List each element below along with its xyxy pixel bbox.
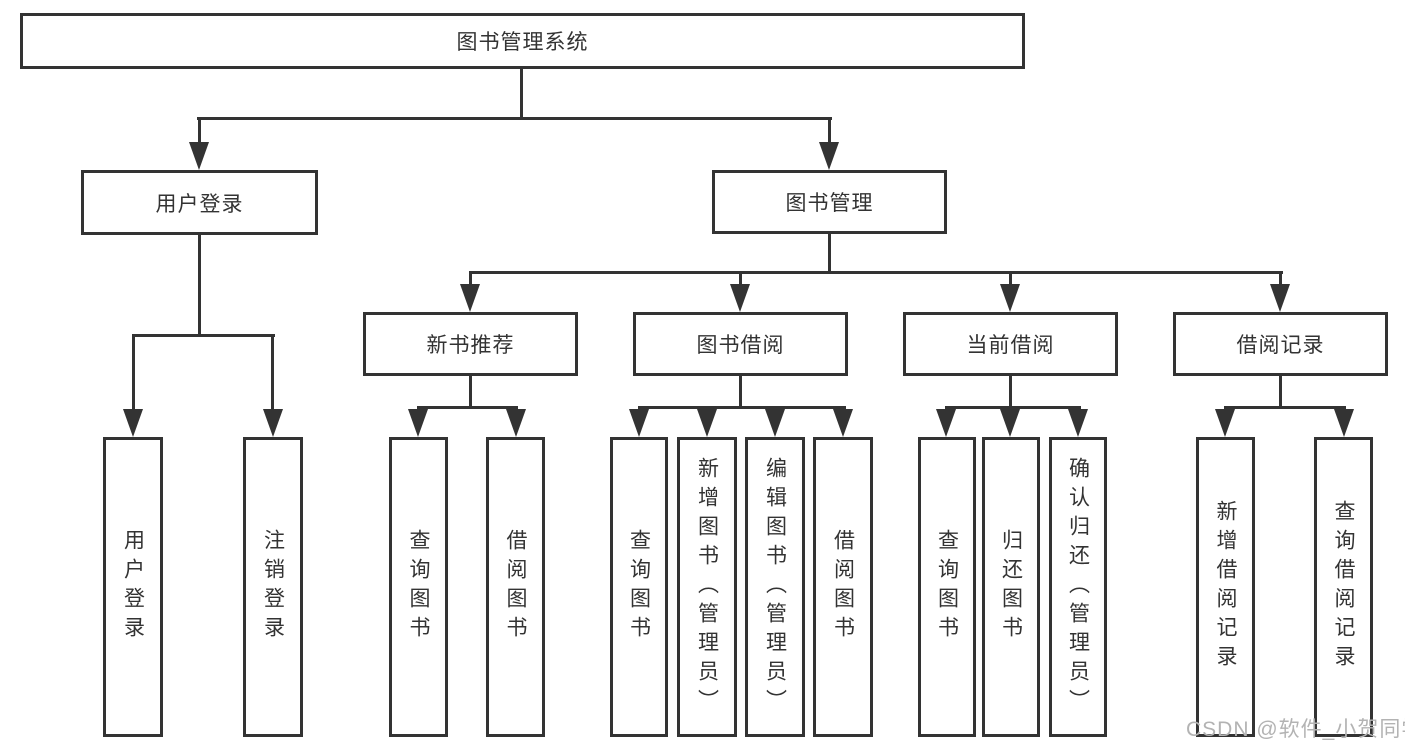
arrow-down-icon [506, 409, 526, 437]
connector-leaf-drop [132, 334, 135, 412]
connector-recommend-branch [417, 406, 518, 409]
node-leaf-edit-book-admin-label: 编辑图书（管理员） [763, 456, 787, 718]
connector-leaf-drop [469, 271, 472, 287]
node-leaf-logout: 注销登录 [243, 437, 303, 737]
node-leaf-user-login: 用户登录 [103, 437, 163, 737]
arrow-down-icon [697, 409, 717, 437]
connector-leaf-drop [271, 334, 274, 412]
connector-records-stem [1279, 375, 1282, 409]
node-leaf-add-borrow-record-label: 新增借阅记录 [1214, 500, 1237, 674]
node-book-management: 图书管理 [712, 170, 947, 234]
node-leaf-query-borrow-record: 查询借阅记录 [1314, 437, 1373, 737]
node-new-book-recommend-label: 新书推荐 [426, 334, 515, 357]
arrow-down-icon [765, 409, 785, 437]
arrow-down-icon [1000, 409, 1020, 437]
node-leaf-borrow-books: 借阅图书 [813, 437, 873, 737]
connector-leaf-drop [1009, 271, 1012, 287]
arrow-down-icon [1334, 409, 1354, 437]
node-leaf-return-book: 归还图书 [982, 437, 1040, 737]
node-borrow-records: 借阅记录 [1173, 312, 1388, 376]
node-leaf-query-books-borrow-label: 查询图书 [627, 529, 651, 645]
node-leaf-query-books-current: 查询图书 [918, 437, 976, 737]
node-leaf-query-books-current-label: 查询图书 [935, 529, 959, 645]
arrow-down-icon [629, 409, 649, 437]
node-leaf-add-book-admin-label: 新增图书（管理员） [695, 456, 719, 718]
node-leaf-logout-label: 注销登录 [261, 529, 285, 645]
connector-borrow-stem [739, 375, 742, 409]
node-leaf-query-books-borrow: 查询图书 [610, 437, 668, 737]
arrow-down-icon [1270, 284, 1290, 312]
arrow-down-icon [123, 409, 143, 437]
connector-current-branch [945, 406, 1081, 409]
connector-recommend-stem [469, 375, 472, 409]
node-leaf-user-login-label: 用户登录 [121, 529, 145, 645]
connector-borrow-branch [638, 406, 846, 409]
arrow-down-icon [936, 409, 956, 437]
node-leaf-borrow-books-label: 借阅图书 [831, 529, 855, 645]
node-library-system: 图书管理系统 [20, 13, 1025, 69]
connector-user-login-stem [198, 234, 201, 337]
arrow-down-icon [408, 409, 428, 437]
connector-level3-branch [469, 271, 1283, 274]
node-borrow-records-label: 借阅记录 [1236, 334, 1325, 357]
arrow-down-icon [189, 142, 209, 170]
node-leaf-add-book-admin: 新增图书（管理员） [677, 437, 737, 737]
connector-book-mgmt-drop [828, 117, 831, 147]
arrow-down-icon [1215, 409, 1235, 437]
arrow-down-icon [1068, 409, 1088, 437]
node-book-management-label: 图书管理 [785, 192, 874, 215]
arrow-down-icon [819, 142, 839, 170]
arrow-down-icon [263, 409, 283, 437]
connector-book-mgmt-stem [828, 233, 831, 274]
node-user-login-label: 用户登录 [155, 192, 244, 216]
connector-leaf-drop [1279, 271, 1282, 287]
node-leaf-confirm-return-admin: 确认归还（管理员） [1049, 437, 1107, 737]
node-leaf-borrow-books-recommend-label: 借阅图书 [504, 529, 527, 645]
node-leaf-query-books-recommend-label: 查询图书 [407, 529, 430, 645]
connector-leaf-drop [739, 271, 742, 287]
node-leaf-edit-book-admin: 编辑图书（管理员） [745, 437, 805, 737]
connector-user-login-branch [132, 334, 275, 337]
node-leaf-query-books-recommend: 查询图书 [389, 437, 448, 737]
node-leaf-query-borrow-record-label: 查询借阅记录 [1332, 500, 1355, 674]
arrow-down-icon [730, 284, 750, 312]
node-library-system-label: 图书管理系统 [456, 31, 589, 54]
connector-level1-branch [197, 117, 832, 120]
node-current-borrow-label: 当前借阅 [966, 334, 1055, 357]
connector-current-stem [1009, 375, 1012, 409]
node-leaf-borrow-books-recommend: 借阅图书 [486, 437, 545, 737]
connector-root-stem [520, 68, 523, 119]
arrow-down-icon [833, 409, 853, 437]
watermark: CSDN @软件_小贺同学 [1186, 718, 1405, 741]
node-leaf-add-borrow-record: 新增借阅记录 [1196, 437, 1255, 737]
connector-records-branch [1224, 406, 1346, 409]
node-leaf-return-book-label: 归还图书 [999, 529, 1023, 645]
node-new-book-recommend: 新书推荐 [363, 312, 578, 376]
node-user-login: 用户登录 [81, 170, 318, 235]
connector-user-login-drop [198, 117, 201, 147]
node-current-borrow: 当前借阅 [903, 312, 1118, 376]
node-book-borrow-label: 图书借阅 [696, 334, 785, 357]
arrow-down-icon [460, 284, 480, 312]
node-leaf-confirm-return-admin-label: 确认归还（管理员） [1066, 456, 1090, 718]
arrow-down-icon [1000, 284, 1020, 312]
node-book-borrow: 图书借阅 [633, 312, 848, 376]
